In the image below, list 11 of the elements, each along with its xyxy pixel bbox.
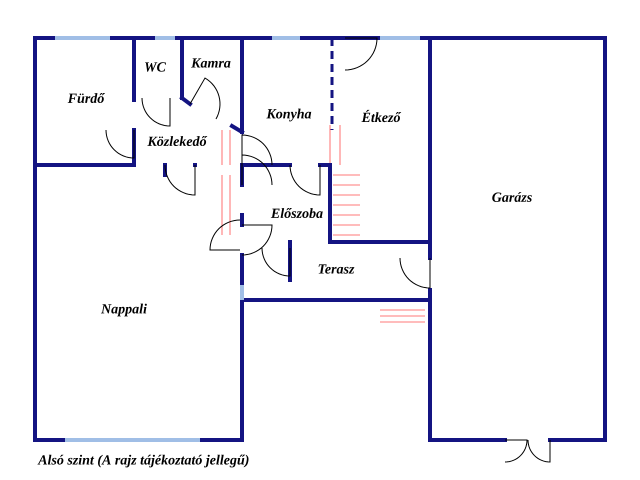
room-label: Terasz bbox=[318, 264, 354, 274]
room-label: Étkező bbox=[361, 110, 402, 122]
room-label: Garázs bbox=[492, 192, 532, 202]
room-label: Kamra bbox=[191, 58, 230, 68]
room-label: Nappali bbox=[100, 304, 147, 316]
room-label: WC bbox=[145, 62, 166, 72]
room-label: Fürdő bbox=[68, 92, 106, 104]
room-label: Konyha bbox=[266, 108, 312, 122]
room-label: Előszoba bbox=[270, 208, 323, 218]
room-label: Közlekedő bbox=[147, 136, 208, 146]
caption: Alsó szint (A rajz tájékoztató jellegű) bbox=[37, 454, 248, 468]
